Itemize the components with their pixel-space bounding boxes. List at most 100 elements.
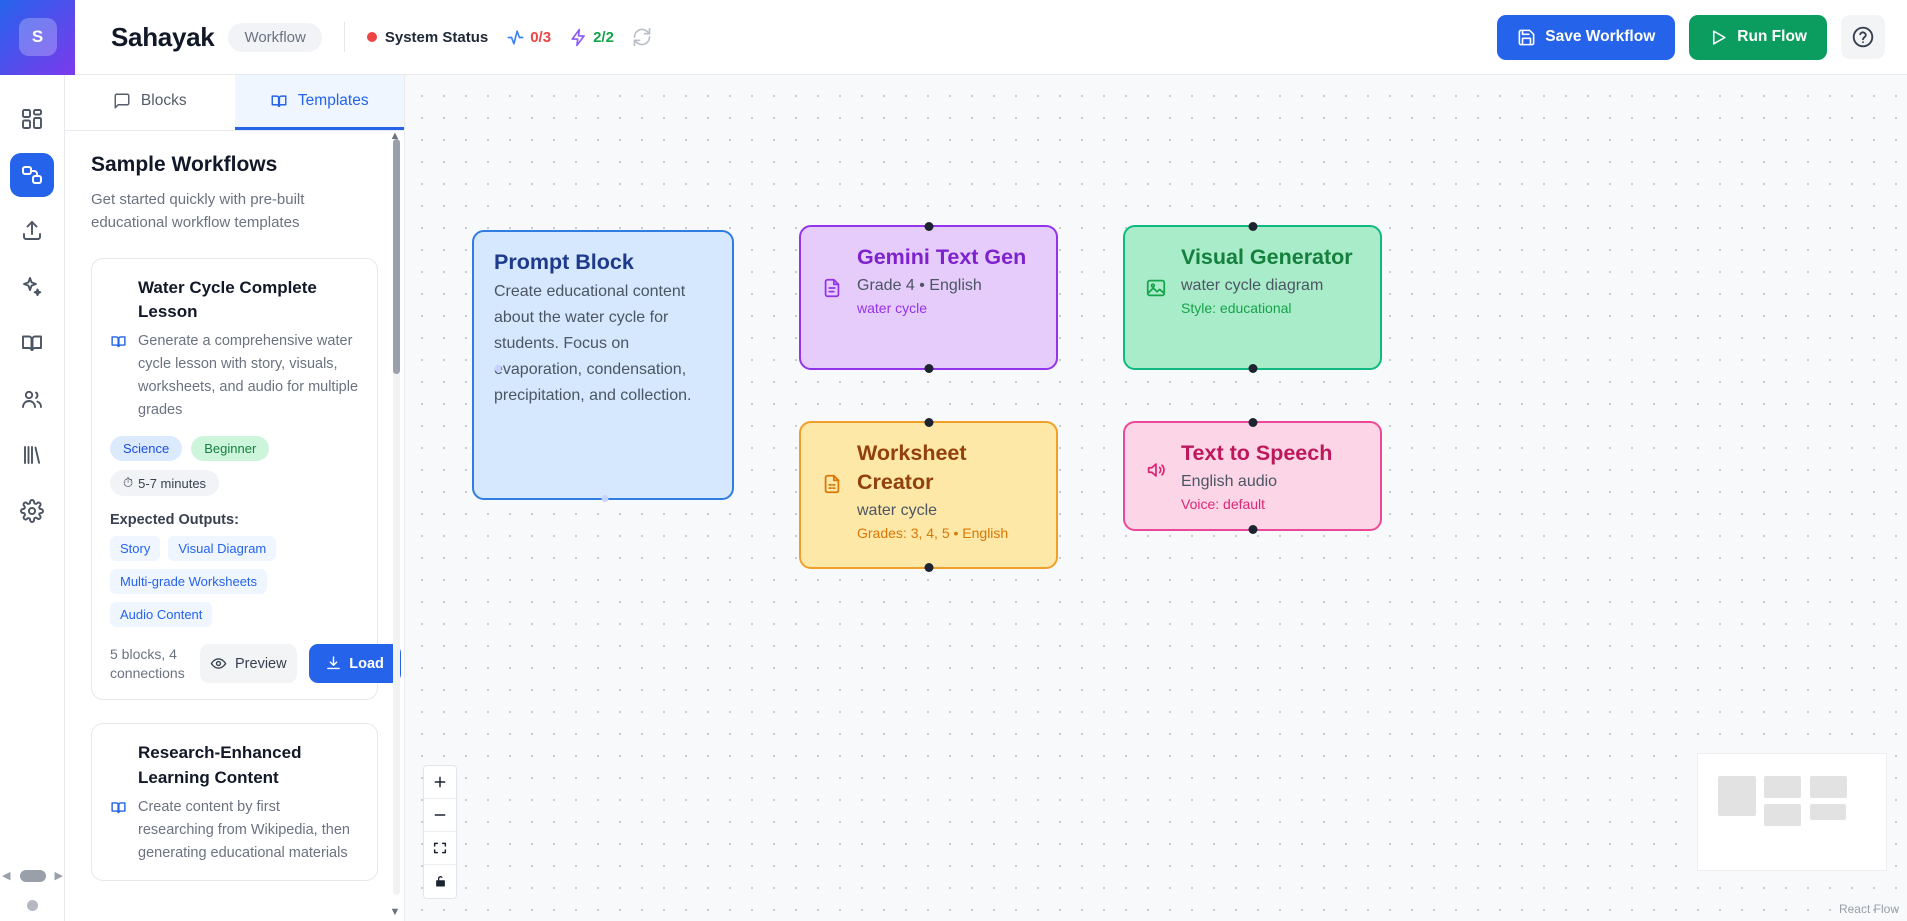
- save-workflow-label: Save Workflow: [1545, 28, 1656, 45]
- system-status-label: System Status: [384, 28, 489, 46]
- node-handle-bottom[interactable]: [924, 563, 933, 572]
- panel-scrollbar-thumb[interactable]: [393, 139, 400, 374]
- template-chips: Science Beginner ⏱ 5-7 minutes: [110, 436, 359, 497]
- message-square-icon: [114, 93, 130, 109]
- rail-indicator-dot[interactable]: [27, 900, 38, 911]
- node-title: Prompt Block: [494, 250, 634, 274]
- image-icon: [1145, 277, 1167, 304]
- preview-button[interactable]: Preview: [200, 644, 297, 684]
- play-icon: [1713, 29, 1726, 45]
- node-worksheet-creator[interactable]: Worksheet Creator water cycle Grades: 3,…: [799, 418, 1058, 572]
- minus-icon: [434, 814, 446, 816]
- lightning-bolt-icon: [571, 28, 585, 46]
- sparkles-icon: [23, 277, 42, 297]
- chevron-left-icon[interactable]: ◀: [2, 870, 11, 882]
- output-chip: Visual Diagram: [168, 536, 277, 562]
- node-handle-bottom[interactable]: [1248, 525, 1257, 534]
- node-visual-generator[interactable]: Visual Generator water cycle diagram Sty…: [1123, 222, 1382, 373]
- template-counts: 5 blocks, 4 connections: [110, 646, 185, 681]
- node-handle-bottom[interactable]: [601, 495, 609, 502]
- eye-icon: [210, 658, 227, 670]
- lock-icon: [435, 876, 445, 887]
- run-flow-button[interactable]: Run Flow: [1689, 14, 1827, 60]
- expected-outputs-list: Story Visual Diagram Multi-grade Workshe…: [110, 536, 359, 628]
- template-description-row: Create content by first researching from…: [110, 796, 359, 865]
- brand-initial: S: [18, 18, 57, 56]
- react-flow-attribution: React Flow: [1838, 902, 1899, 916]
- node-title: Text to Speech: [1181, 441, 1333, 465]
- help-button[interactable]: [1841, 15, 1885, 59]
- book-open-icon: [110, 799, 128, 865]
- node-body: Worksheet Creator water cycle Grades: 3,…: [857, 439, 1036, 541]
- fit-view-button[interactable]: [424, 832, 456, 865]
- minimap-node: [1764, 804, 1801, 826]
- load-button[interactable]: Load: [308, 644, 401, 684]
- template-card[interactable]: Water Cycle Complete Lesson Generate a c…: [91, 257, 401, 701]
- panel-tab-bar: Blocks Templates: [65, 75, 404, 131]
- minimap-node: [1810, 776, 1847, 798]
- node-title: Visual Generator: [1181, 245, 1353, 269]
- node-body: Visual Generator water cycle diagram Sty…: [1181, 243, 1360, 316]
- template-title: Research-Enhanced Learning Content: [138, 743, 302, 788]
- zoom-in-button[interactable]: [424, 766, 456, 799]
- node-handle-top[interactable]: [1248, 418, 1257, 427]
- save-disk-icon: [1518, 29, 1535, 45]
- node-handle-bottom[interactable]: [924, 364, 933, 373]
- workflow-canvas[interactable]: Prompt Block Create educational content …: [405, 75, 1907, 921]
- sidebar-item-users[interactable]: [10, 377, 54, 421]
- activity-metric: 0/3: [506, 28, 551, 47]
- bolt-metric-value: 2/2: [593, 28, 614, 46]
- template-card[interactable]: Research-Enhanced Learning Content Creat…: [91, 723, 378, 882]
- brand-logo[interactable]: S: [0, 0, 75, 75]
- sidebar-item-library-book[interactable]: [10, 321, 54, 365]
- users-icon: [22, 390, 42, 408]
- node-prompt-block[interactable]: Prompt Block Create educational content …: [472, 230, 734, 502]
- top-bar-content: Sahayak Workflow System Status 0/3 2/2: [75, 0, 1907, 74]
- sidebar-item-library[interactable]: [10, 433, 54, 477]
- template-description-row: Generate a comprehensive water cycle les…: [110, 330, 359, 422]
- tab-blocks[interactable]: Blocks: [65, 75, 235, 130]
- sidebar-item-workflow[interactable]: [10, 153, 54, 197]
- rail-nav-controls: ◀ ▶: [0, 863, 65, 888]
- top-bar: S Sahayak Workflow System Status 0/3 2/2: [0, 0, 1907, 75]
- node-handle-top[interactable]: [924, 222, 933, 231]
- refresh-icon[interactable]: [632, 27, 652, 47]
- node-handle-top[interactable]: [924, 418, 933, 427]
- node-meta: Grades: 3, 4, 5 • English: [857, 524, 1009, 541]
- chip-duration-label: 5-7 minutes: [138, 475, 207, 491]
- tab-templates[interactable]: Templates: [234, 75, 404, 130]
- node-subtitle: English audio: [1181, 473, 1278, 491]
- sidebar-item-dashboard[interactable]: [10, 97, 54, 141]
- node-text-to-speech[interactable]: Text to Speech English audio Voice: defa…: [1123, 418, 1382, 534]
- edges-layer: [405, 75, 705, 225]
- rail-collapse-handle[interactable]: [19, 869, 46, 882]
- template-description: Generate a comprehensive water cycle les…: [138, 332, 359, 418]
- sidebar-item-settings[interactable]: [10, 489, 54, 533]
- sidebar-item-ai-assist[interactable]: [10, 265, 54, 309]
- zoom-out-button[interactable]: [424, 799, 456, 832]
- node-gemini-text-gen[interactable]: Gemini Text Gen Grade 4 • English water …: [799, 222, 1058, 373]
- upload-icon: [23, 221, 41, 240]
- scroll-down-icon[interactable]: ▼: [389, 906, 401, 918]
- page-subtitle: Get started quickly with pre-built educa…: [91, 191, 305, 232]
- minimap[interactable]: [1697, 753, 1887, 871]
- activity-metric-value: 0/3: [530, 28, 552, 46]
- download-icon: [327, 656, 341, 670]
- node-handle-bottom[interactable]: [1248, 364, 1257, 373]
- expected-outputs-label: Expected Outputs:: [110, 512, 239, 529]
- minimap-node: [1718, 776, 1756, 816]
- panel-scroll-area[interactable]: Sample Workflows Get started quickly wit…: [65, 131, 404, 921]
- panel-scrollbar[interactable]: [393, 139, 400, 895]
- save-workflow-button[interactable]: Save Workflow: [1497, 14, 1676, 60]
- divider: [343, 22, 345, 52]
- node-handle-top[interactable]: [1248, 222, 1257, 231]
- icon-rail: ◀ ▶: [0, 75, 65, 921]
- lock-button[interactable]: [424, 865, 456, 898]
- fit-view-icon: [433, 842, 447, 854]
- gear-icon: [20, 499, 44, 523]
- sidebar-item-upload[interactable]: [10, 209, 54, 253]
- output-chip: Story: [110, 536, 161, 562]
- chevron-right-icon[interactable]: ▶: [54, 870, 63, 882]
- node-handle-left[interactable]: [494, 365, 502, 372]
- scroll-up-icon[interactable]: ▲: [389, 131, 401, 142]
